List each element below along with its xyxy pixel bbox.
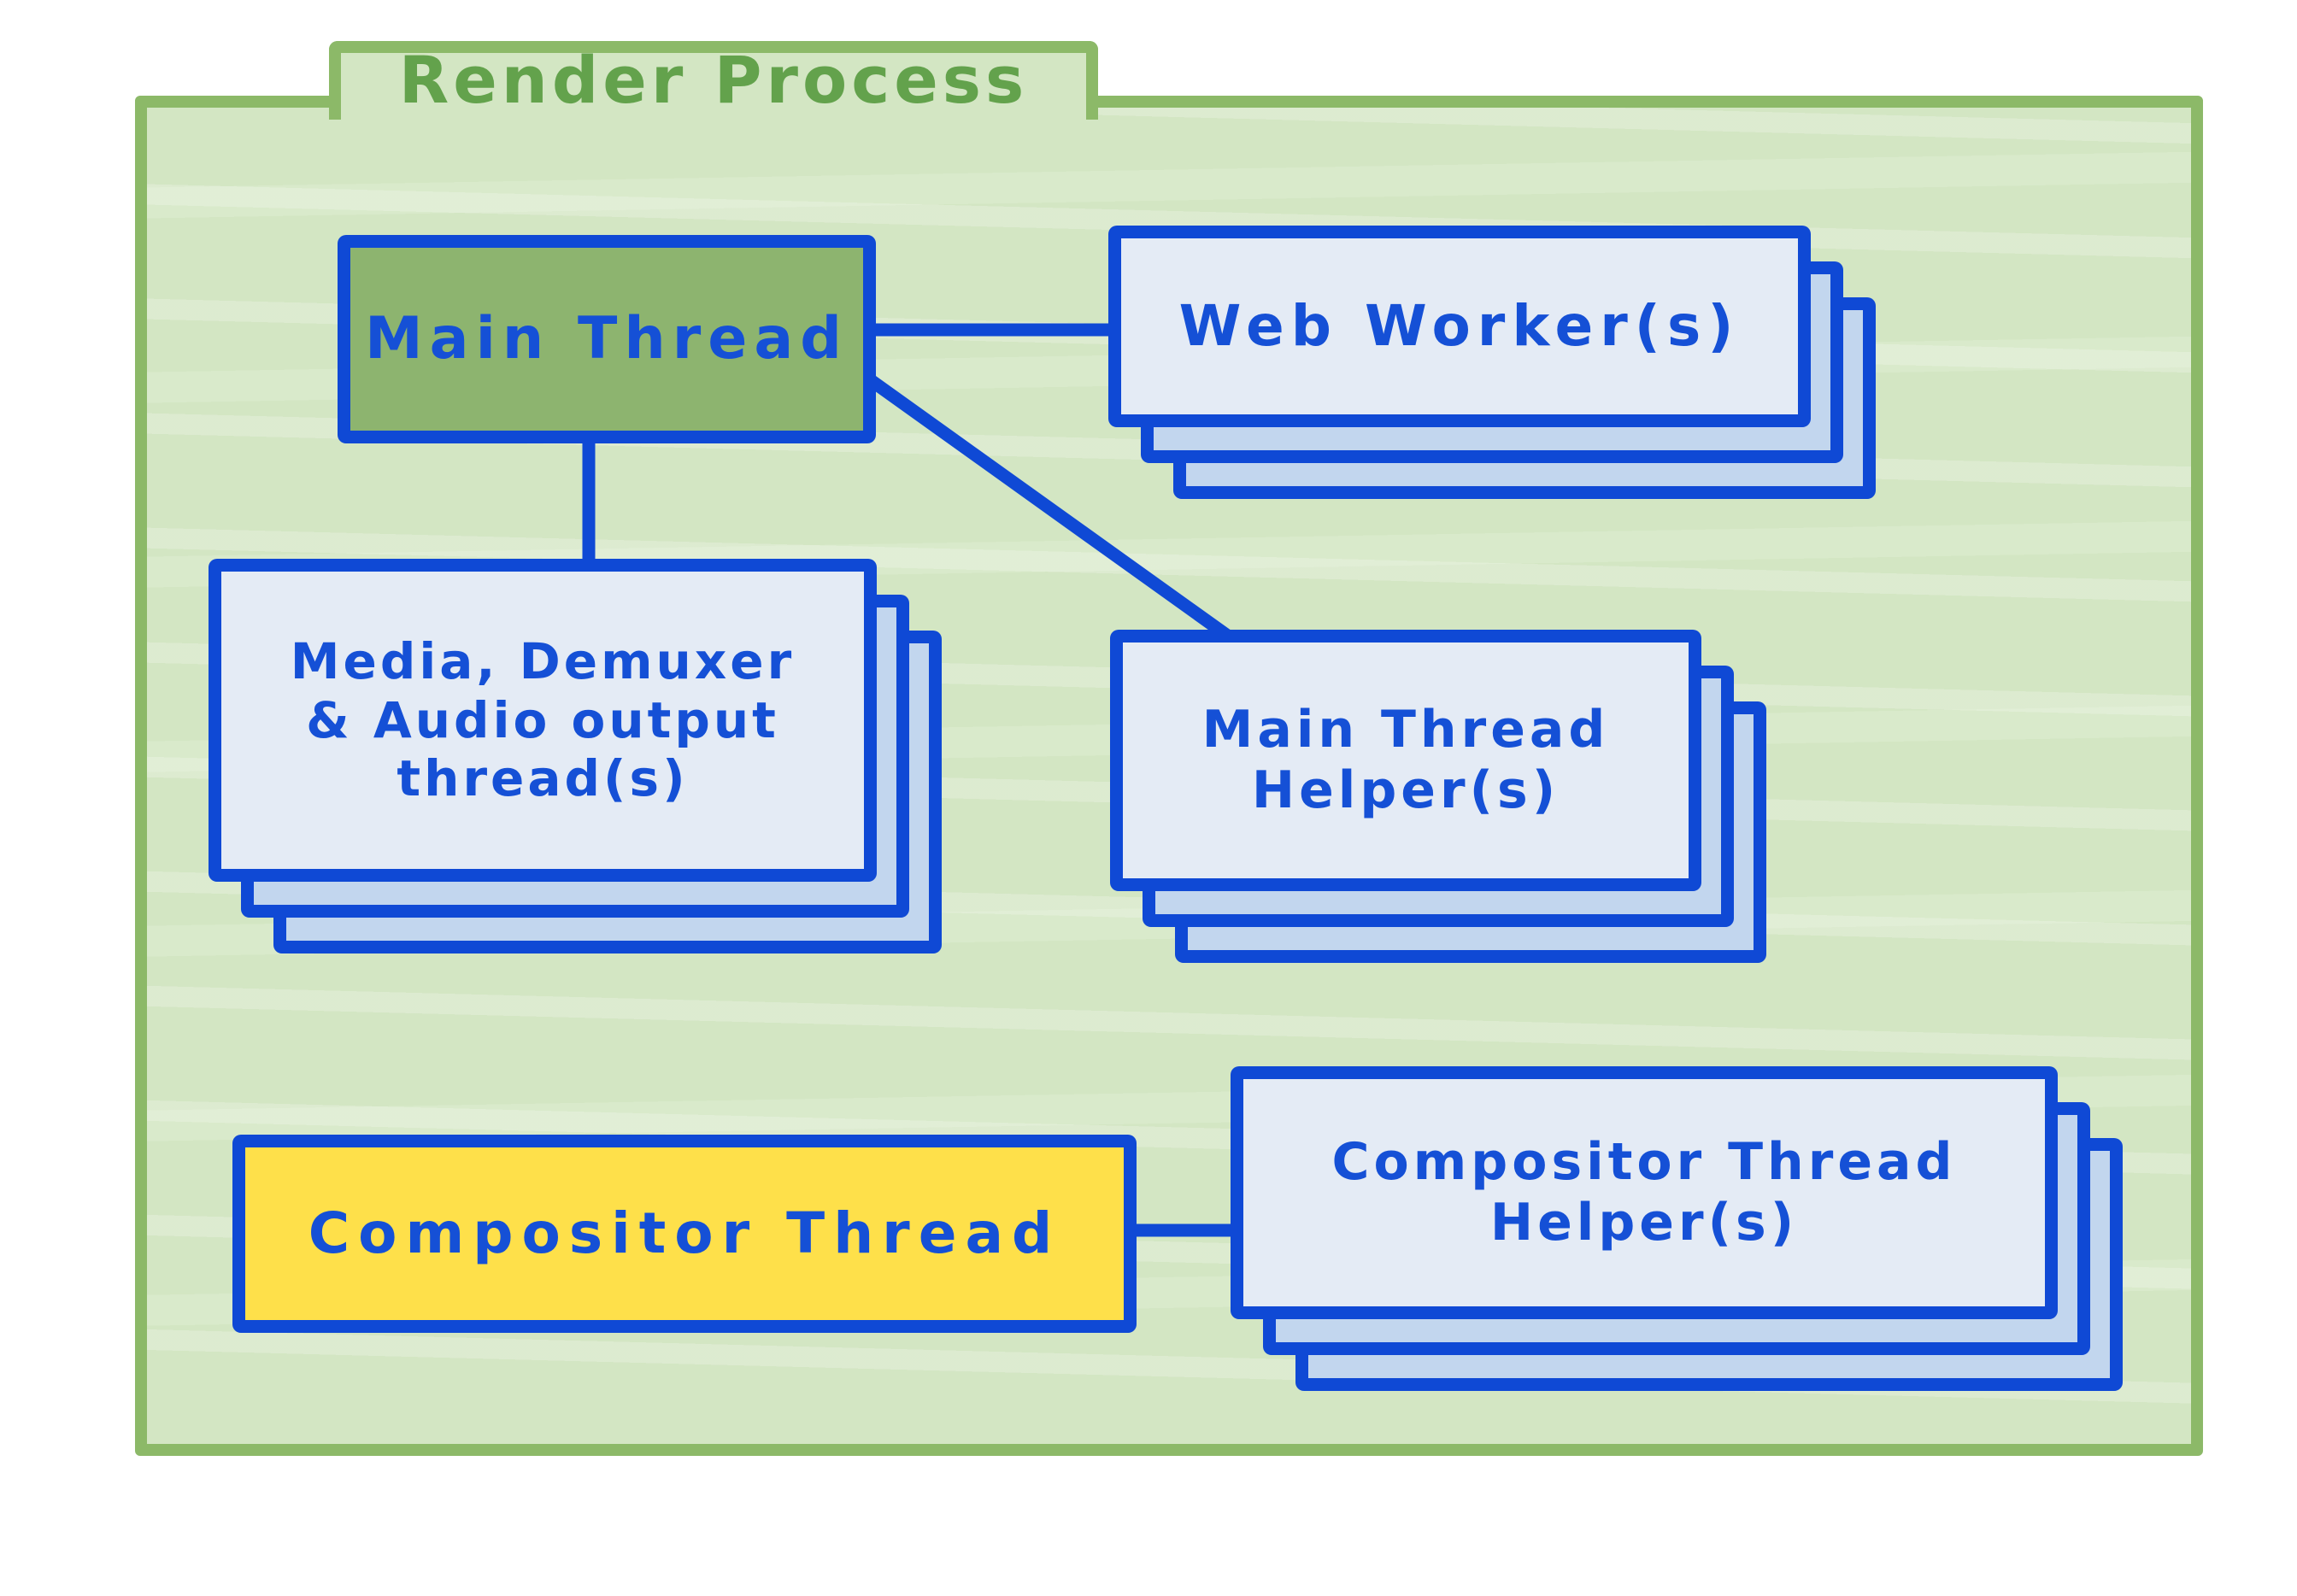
media-threads-label-line3: thread(s): [397, 749, 689, 808]
main-thread-helpers-label-line2: Helper(s): [1251, 760, 1560, 820]
compositor-helpers-label-line2: Helper(s): [1489, 1193, 1799, 1253]
media-threads-label-line2: & Audio output: [306, 690, 779, 749]
web-workers-label: Web Worker(s): [1178, 293, 1741, 360]
media-threads-stack-card-1: Media, Demuxer & Audio output thread(s): [209, 559, 877, 882]
node-compositor-thread: Compositor Thread: [232, 1135, 1137, 1333]
main-thread-helpers-stack-card-1: Main Thread Helper(s): [1110, 630, 1701, 891]
compositor-thread-label: Compositor Thread: [308, 1200, 1061, 1267]
main-thread-helpers-label-line1: Main Thread: [1201, 700, 1610, 760]
node-main-thread: Main Thread: [338, 235, 876, 443]
node-main-thread-helpers: Main Thread Helper(s): [1110, 630, 1766, 963]
compositor-helpers-stack-card-1: Compositor Thread Helper(s): [1231, 1066, 2058, 1319]
media-threads-label-line1: Media, Demuxer: [290, 632, 796, 691]
node-media-threads: Media, Demuxer & Audio output thread(s): [209, 559, 942, 953]
main-thread-label: Main Thread: [365, 304, 849, 373]
web-workers-stack-card-1: Web Worker(s): [1108, 226, 1811, 427]
node-web-workers: Web Worker(s): [1108, 226, 1876, 499]
compositor-helpers-label-line1: Compositor Thread: [1331, 1132, 1957, 1193]
diagram-title: Render Process: [398, 42, 1029, 118]
node-compositor-thread-helpers: Compositor Thread Helper(s): [1231, 1066, 2123, 1391]
render-process-tab: [329, 41, 1098, 120]
